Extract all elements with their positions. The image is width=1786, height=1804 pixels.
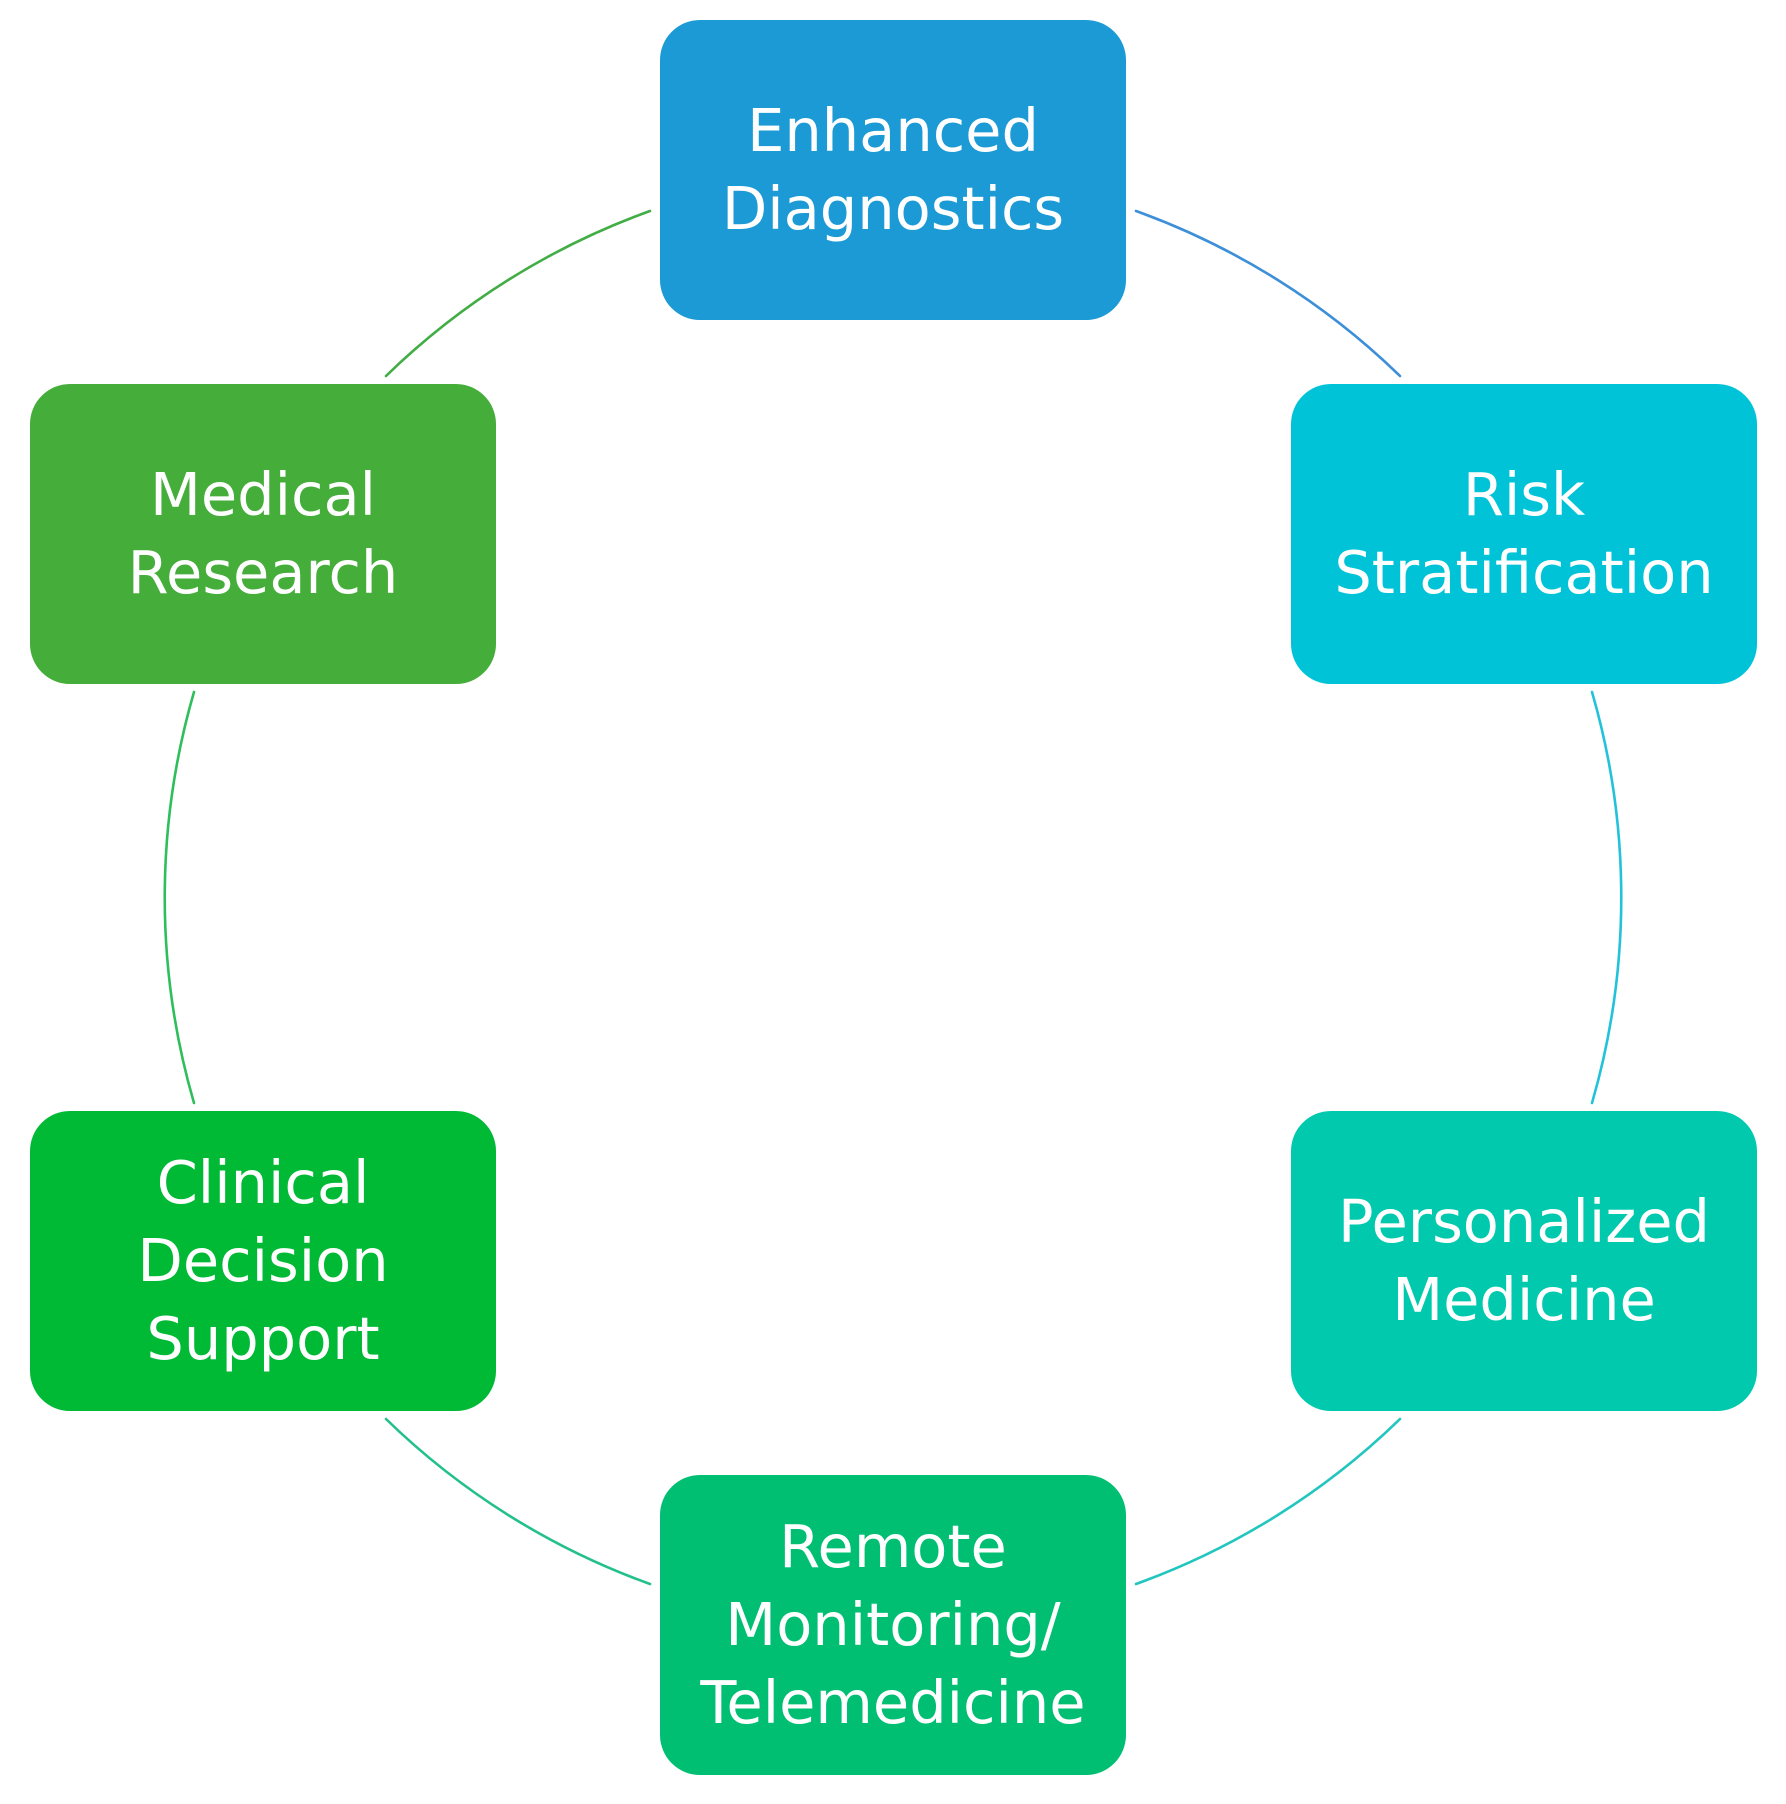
connector-remote-to-clinical bbox=[384, 1417, 652, 1586]
connector-diagnostics-to-risk bbox=[1134, 209, 1402, 378]
node-label-remote-monitoring-telemedicine: Remote Monitoring/ Telemedicine bbox=[700, 1512, 1086, 1737]
connector-clinical-to-research bbox=[163, 690, 196, 1105]
connector-risk-to-personalized bbox=[1590, 690, 1623, 1105]
node-label-medical-research: Medical Research bbox=[127, 460, 399, 607]
node-label-clinical-decision-support: Clinical Decision Support bbox=[137, 1148, 389, 1373]
node-label-personalized-medicine: Personalized Medicine bbox=[1338, 1187, 1710, 1334]
connector-research-to-diagnostics bbox=[384, 209, 652, 378]
node-clinical-decision-support: Clinical Decision Support bbox=[30, 1111, 496, 1411]
node-risk-stratification: Risk Stratification bbox=[1291, 384, 1757, 684]
node-label-risk-stratification: Risk Stratification bbox=[1334, 460, 1714, 607]
node-remote-monitoring-telemedicine: Remote Monitoring/ Telemedicine bbox=[660, 1475, 1126, 1775]
node-label-enhanced-diagnostics: Enhanced Diagnostics bbox=[721, 96, 1065, 243]
node-medical-research: Medical Research bbox=[30, 384, 496, 684]
node-enhanced-diagnostics: Enhanced Diagnostics bbox=[660, 20, 1126, 320]
node-personalized-medicine: Personalized Medicine bbox=[1291, 1111, 1757, 1411]
connector-personalized-to-remote bbox=[1134, 1417, 1402, 1586]
